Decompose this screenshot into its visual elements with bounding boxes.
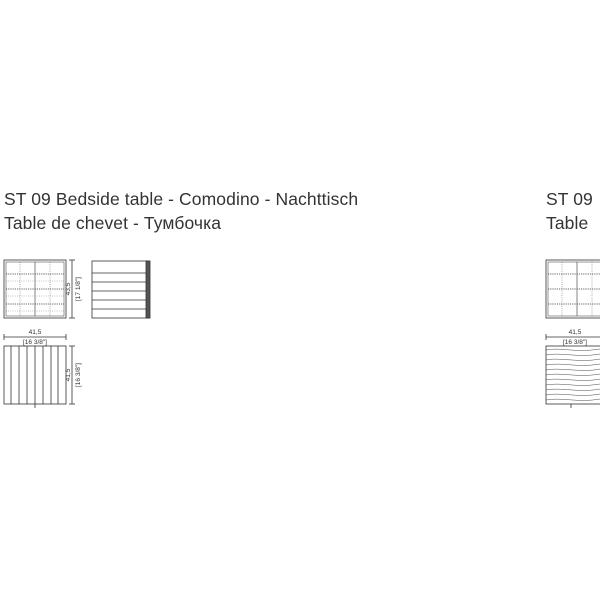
clipped-width-cm-label: 41,5: [569, 329, 582, 336]
width-dimension-line: [3, 334, 67, 340]
depth-cm-label: 41,5: [65, 368, 72, 381]
clipped-width-dimension-line: [545, 334, 600, 340]
height-in-label: [17 1/8"]: [75, 277, 82, 301]
clipped-title-line-2: Table: [546, 213, 589, 233]
product-title-line-2: Table de chevet - Тумбочка: [4, 213, 222, 233]
top-view: [3, 345, 67, 408]
clipped-top-view: [545, 345, 600, 408]
width-in-label: [16 3/8"]: [23, 339, 47, 346]
product-title-line-1: ST 09 Bedside table - Comodino - Nachtti…: [4, 189, 359, 209]
depth-in-label: [16 3/8"]: [75, 363, 82, 387]
depth-dimension-line: [69, 345, 75, 405]
front-view: [3, 259, 67, 319]
clipped-title-line-1: ST 09: [546, 189, 593, 209]
clipped-width-in-label: [16 3/8"]: [563, 339, 587, 346]
clipped-front-view: [545, 259, 600, 319]
width-cm-label: 41,5: [29, 329, 42, 336]
height-dimension-line: [69, 259, 75, 319]
side-view: [91, 260, 151, 319]
height-cm-label: 43,5: [65, 282, 72, 295]
